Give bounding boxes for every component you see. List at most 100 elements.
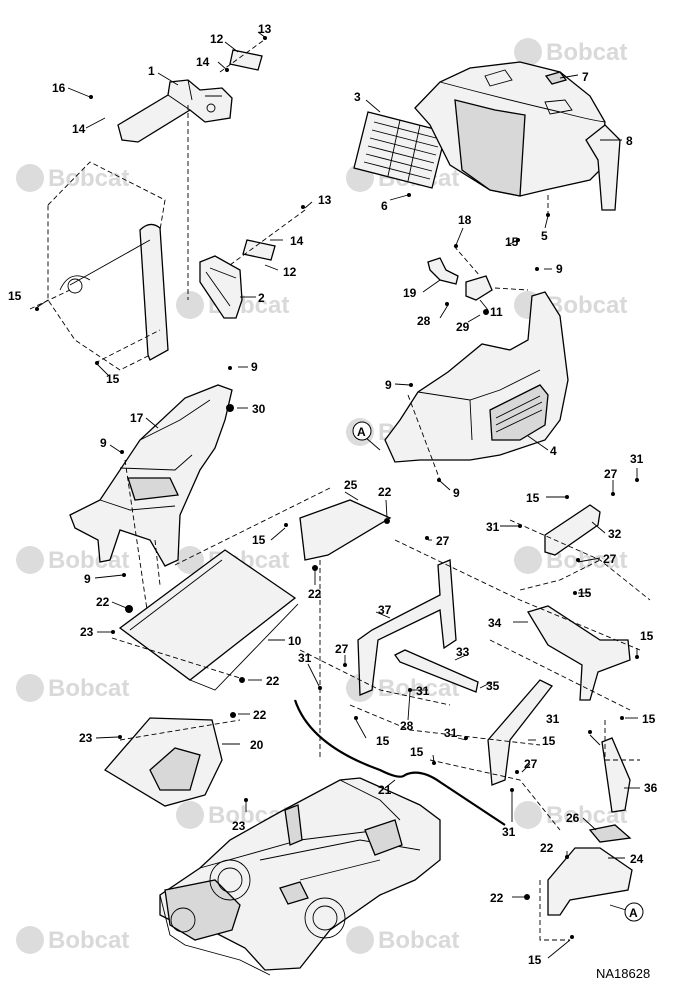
callout-12: 12 [210,32,224,46]
callout-34: 34 [488,616,502,630]
callout-15: 15 [505,235,519,249]
part-34-bracket [527,605,631,701]
svg-text:Bobcat: Bobcat [546,39,627,66]
callout-28: 28 [400,719,414,733]
callout-25: 25 [344,478,358,492]
callout-13: 13 [318,193,332,207]
callout-31: 31 [444,726,458,740]
part-2-lower-bracket [199,209,306,319]
part-32-bracket [544,504,601,556]
callout-27: 27 [335,642,349,656]
reference-a-upper: A [352,421,372,441]
callout-15: 15 [640,629,654,643]
callout-23: 23 [80,625,94,639]
part-25-plate [174,487,392,566]
callout-22: 22 [490,891,504,905]
callout-16: 16 [52,81,66,95]
part-21-harness [293,699,506,826]
callout-28: 28 [417,314,431,328]
callout-9: 9 [100,436,107,450]
part-1-upper-bracket [117,79,233,300]
svg-text:Bobcat: Bobcat [378,927,459,954]
watermark-logo: Bobcat [16,926,129,954]
callout-22: 22 [266,674,280,688]
callout-22: 22 [308,587,322,601]
watermark-logo: Bobcat [346,926,459,954]
callout-15: 15 [410,745,424,759]
callout-9: 9 [251,360,258,374]
part-24-plate [547,847,633,916]
callout-22: 22 [540,841,554,855]
callout-27: 27 [603,552,617,566]
drawing-code: NA18628 [596,966,650,981]
callout-22: 22 [378,485,392,499]
callout-15: 15 [106,372,120,386]
callout-15: 15 [578,586,592,600]
callout-31: 31 [298,651,312,665]
callout-6: 6 [381,199,388,213]
callout-30: 30 [252,402,266,416]
callout-15: 15 [542,734,556,748]
callout-31: 31 [486,520,500,534]
callout-9: 9 [556,262,563,276]
callout-15: 15 [526,491,540,505]
callout-23: 23 [79,731,93,745]
callout-29: 29 [456,320,470,334]
leader-lines [35,31,640,959]
callout-15: 15 [252,533,266,547]
callout-23: 23 [232,819,246,833]
callout-1: 1 [148,64,155,78]
callout-18: 18 [458,213,472,227]
callout-20: 20 [250,738,264,752]
callout-19: 19 [403,286,417,300]
callout-9: 9 [453,486,460,500]
callout-36: 36 [644,781,658,795]
callout-17: 17 [130,411,144,425]
callout-27: 27 [604,467,618,481]
callout-2: 2 [258,291,265,305]
part-33-crossbar [394,649,479,693]
callout-31: 31 [630,452,644,466]
svg-text:Bobcat: Bobcat [48,675,129,702]
part-35-bracket [487,679,553,786]
callout-33: 33 [456,645,470,659]
callout-32: 32 [608,527,622,541]
callout-9: 9 [84,572,91,586]
callout-10: 10 [288,634,302,648]
callout-31: 31 [546,712,560,726]
callout-14: 14 [72,122,86,136]
callout-35: 35 [486,679,500,693]
watermark-logo: Bobcat [16,546,129,574]
callout-15: 15 [642,712,656,726]
callout-31: 31 [416,684,430,698]
callout-14: 14 [290,234,304,248]
part-17-left-console [69,384,233,631]
callout-5: 5 [541,229,548,243]
callout-8: 8 [626,134,633,148]
part-36-bracket [601,737,631,813]
callout-27: 27 [524,757,538,771]
part-11-bracket [453,245,529,301]
part-26-bracket [588,824,632,843]
reference-a-lower: A [624,902,644,922]
callout-13: 13 [258,22,272,36]
callout-37: 37 [378,603,392,617]
svg-text:Bobcat: Bobcat [48,165,129,192]
callout-21: 21 [378,783,392,797]
part-19-bracket [427,257,459,285]
callout-15: 15 [528,953,542,967]
svg-text:A: A [357,425,366,439]
watermark-logo: Bobcat [514,38,627,66]
callout-22: 22 [253,708,267,722]
part-8-rear-cover [414,61,621,215]
callout-27: 27 [436,534,450,548]
callout-4: 4 [550,444,557,458]
callout-31: 31 [502,825,516,839]
callout-15: 15 [376,734,390,748]
svg-text:A: A [629,906,638,920]
callout-22: 22 [96,595,110,609]
callout-3: 3 [354,90,361,104]
callout-labels: 1 2 3 4 5 6 7 8 9 9 9 9 9 9 10 11 12 12 … [8,22,658,967]
callout-7: 7 [582,70,589,84]
